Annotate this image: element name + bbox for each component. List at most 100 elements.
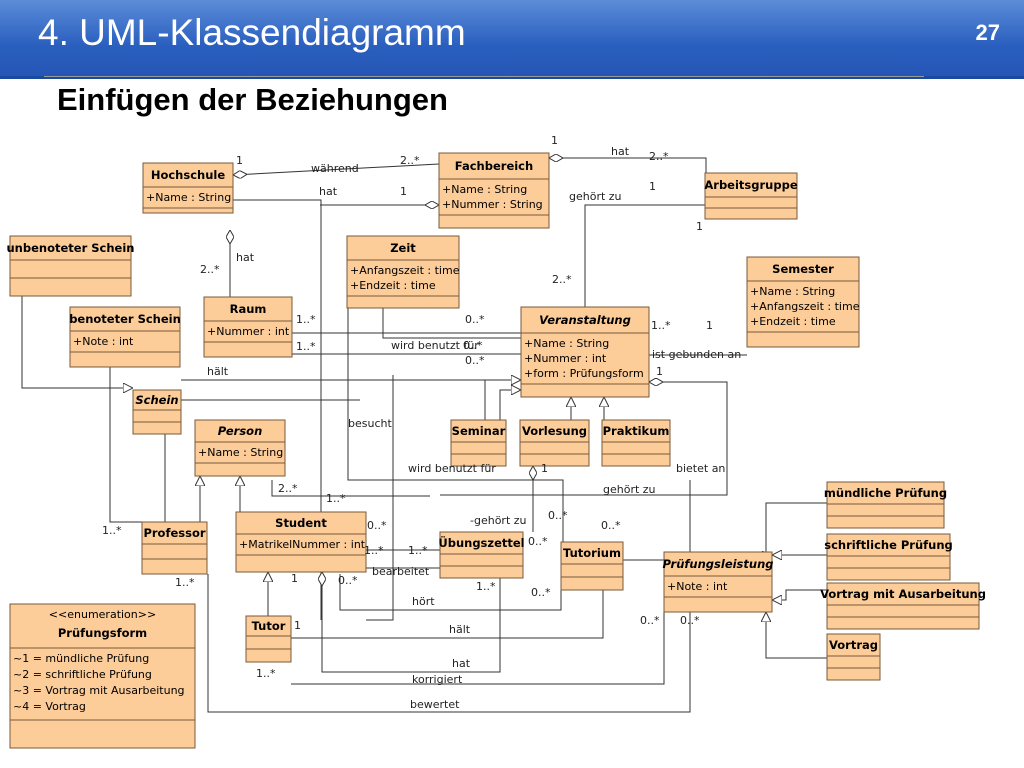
association-label: besucht [348,417,392,430]
class-attribute: +Nummer : String [442,198,543,211]
class-name: Person [218,424,263,438]
association-label: 1 [400,185,407,198]
class-attribute: +form : Prüfungsform [524,367,644,380]
association-label: 1..* [408,544,428,557]
class-name: Tutor [252,619,286,633]
class-box-frame [450,419,507,467]
class-attribute: +Nummer : int [524,352,607,365]
class-attribute: +Name : String [750,285,835,298]
association-label: 0..* [338,574,358,587]
class-professor: Professor [141,521,208,575]
association-line [549,158,707,173]
class-name: Vortrag mit Ausarbeitung [820,587,986,601]
association-label: 0..* [465,313,485,326]
association-label: 0..* [531,586,551,599]
association-label: 0..* [463,339,483,352]
association-line [766,612,827,659]
association-line [366,375,394,621]
association-label: hat [452,657,471,670]
class-box-frame [601,419,671,467]
association-line [233,163,440,175]
association-labels: während 2..* 1 hat 1 hat 2..* 1 gehört zu 1 1 hat 2.… [102,134,741,711]
association-label: hat [611,145,630,158]
association-label: 1..* [296,313,316,326]
class-box-frame [69,306,181,368]
association-label: 1 [291,572,298,585]
enum-name: Prüfungsform [58,626,147,640]
association-label: 1 [551,134,558,147]
class-attribute: +Anfangszeit : time [750,300,860,313]
association-label: 2..* [278,482,298,495]
class-box-frame [439,531,524,579]
class-box-frame [235,511,367,573]
association-label: gehört zu [603,483,656,496]
class-pruefungsleistung: Prüfungsleistung+Note : int [662,551,774,613]
class-name: Schein [135,393,178,407]
class-unbenoteter-schein: unbenoteter Schein [7,235,135,297]
class-box-frame [663,551,773,613]
class-attribute: +Endzeit : time [350,279,436,292]
enum-pruefungsform: <<enumeration>>Prüfungsform~1 = mündlich… [9,603,196,749]
slide-subtitle: Einfügen der Beziehungen [57,82,448,117]
class-box-frame [519,419,590,467]
class-name: Vortrag [829,638,878,652]
class-name: Semester [772,262,834,276]
enum-stereotype: <<enumeration>> [49,608,156,621]
association-label: bearbeitet [372,565,430,578]
class-semester: Semester +Name : String +Anfangszeit : tim… [746,256,860,348]
class-schriftliche-pruefung: schriftliche Prüfung [824,533,953,581]
association-label: 1..* [175,576,195,589]
class-name: Professor [143,526,205,540]
class-attribute: +MatrikelNummer : int [239,538,366,551]
class-veranstaltung: Veranstaltung+Name : String+Nummer : int… [520,306,650,398]
class-box-frame [520,306,650,398]
class-box-frame [141,521,208,575]
class-box-frame [826,633,881,681]
association-label: 1..* [476,580,496,593]
class-box-frame [203,296,293,358]
class-student: Student+MatrikelNummer : int [235,511,367,573]
class-box-frame [142,162,234,214]
class-name: unbenoteter Schein [7,241,135,255]
association-line [347,308,564,542]
class-name: Hochschule [151,168,226,182]
association-label: 2..* [649,150,669,163]
association-line [207,574,691,713]
class-name: Raum [230,302,267,316]
class-attribute: +Name : String [442,183,527,196]
association-label: hält [449,623,471,636]
association-label: bietet an [676,462,725,475]
class-name: mündliche Prüfung [824,486,947,500]
class-box-frame [245,615,292,663]
association-line [584,205,705,307]
association-label: 0..* [367,519,387,532]
class-name: Vorlesung [522,424,587,438]
class-box-frame [826,481,945,529]
class-name: Arbeitsgruppe [704,178,797,192]
association-line [499,390,521,420]
class-name: Tutorium [563,546,621,560]
class-tutor: Tutor [245,615,292,663]
association-line [291,590,604,639]
class-attribute: +Name : String [146,191,231,204]
association-label: während [311,162,359,175]
association-label: 0..* [640,614,660,627]
class-name: Übungszettel [438,535,524,550]
association-label: 2..* [200,263,220,276]
association-line [271,480,430,497]
association-label: hat [319,185,338,198]
class-muendliche-pruefung: mündliche Prüfung [824,481,947,529]
class-box-frame [132,389,182,435]
class-vorlesung: Vorlesung [519,419,590,467]
association-label: 1..* [651,319,671,332]
association-label: ist gebunden an [652,348,741,361]
association-label: 1 [649,180,656,193]
class-name: Praktikum [603,424,670,438]
class-box-frame [826,582,980,630]
association-label: wird benutzt für [408,462,496,475]
association-label: 0..* [465,354,485,367]
association-label: 1 [236,154,243,167]
class-box-frame [194,419,286,477]
slide-header: 4. UML-Klassendiagramm 27 [0,0,1024,79]
